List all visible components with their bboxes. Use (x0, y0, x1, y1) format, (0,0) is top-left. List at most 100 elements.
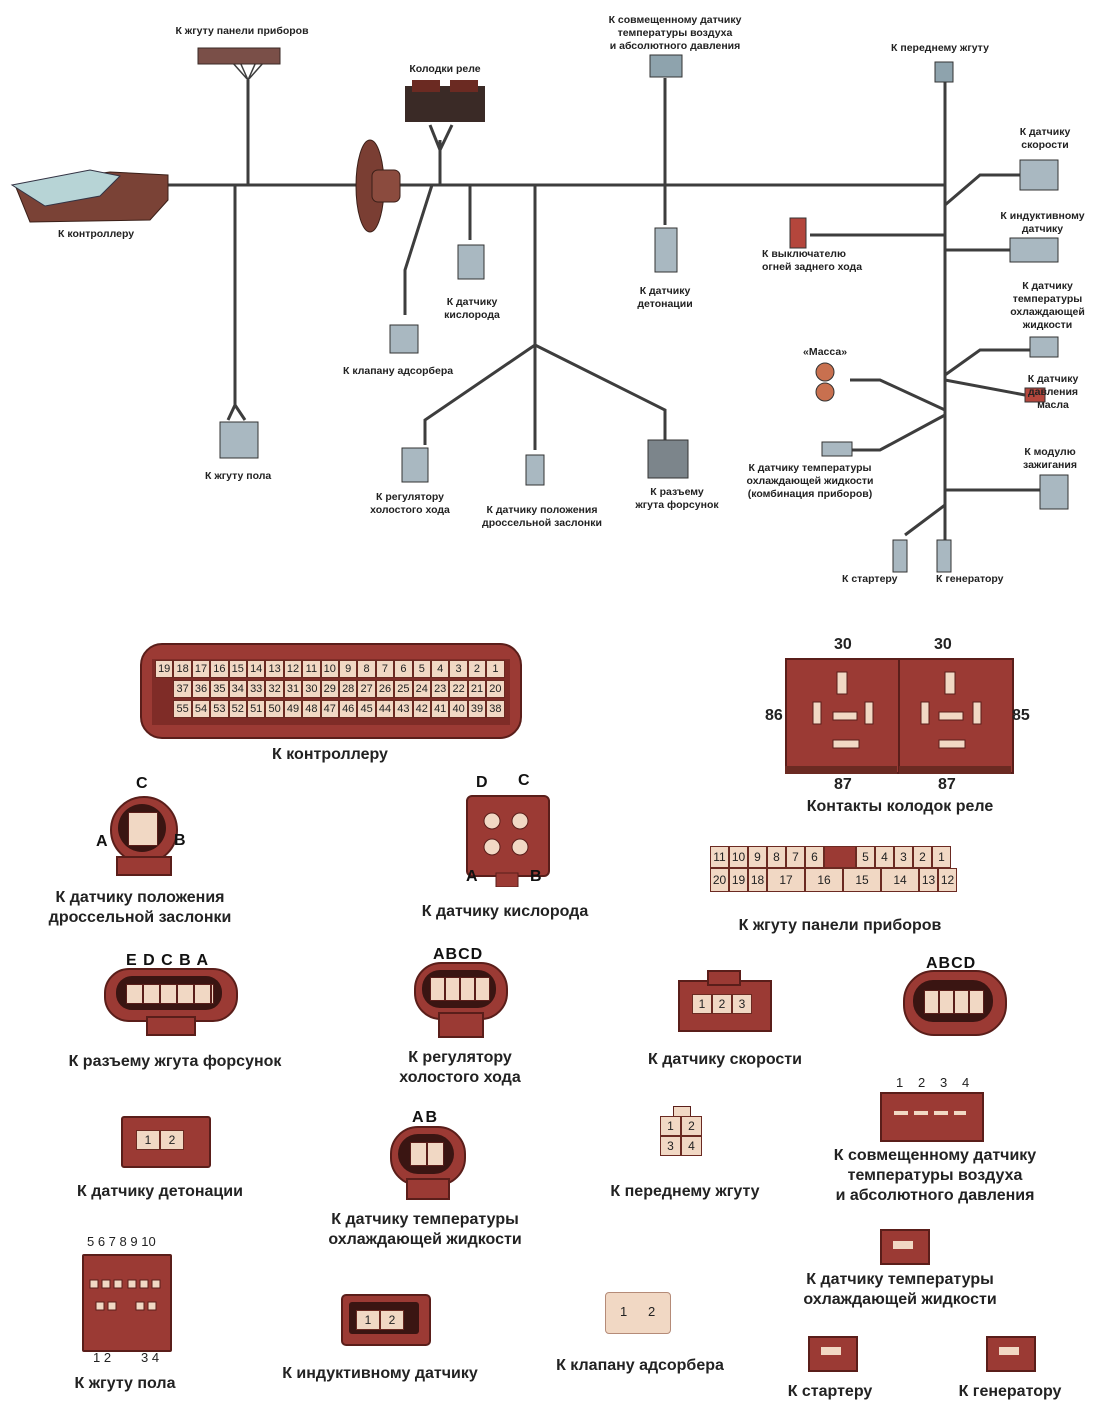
instrument-panel-pin: 17 (767, 868, 805, 892)
controller-pin: 20 (486, 680, 505, 698)
inductive-pin-1: 1 (356, 1310, 380, 1330)
reverse-plug (789, 217, 807, 249)
controller-pin: 51 (247, 700, 266, 718)
controller-pin: 7 (375, 660, 395, 678)
front-pin-1: 1 (660, 1116, 681, 1136)
label-map-sensor: К совмещенному датчику температуры возду… (608, 14, 742, 52)
speed-plug (1019, 159, 1059, 191)
canister-connector (605, 1292, 671, 1334)
caption-generator: К генератору (958, 1383, 1062, 1400)
instrument-panel-pin: 1 (932, 846, 951, 868)
instrument-panel-pin: 11 (710, 846, 729, 868)
controller-pin: 27 (357, 680, 376, 698)
instrument-panel-pin: 10 (729, 846, 748, 868)
controller-pin: 14 (247, 660, 266, 678)
controller-pin: 26 (375, 680, 395, 698)
controller-pin: 41 (431, 700, 450, 718)
caption-starter: К стартеру (787, 1383, 873, 1400)
speed-pin-1: 1 (692, 994, 712, 1014)
controller-pin: 42 (412, 700, 431, 718)
controller-pin: 1 (486, 660, 505, 678)
instrument-panel-pin: 4 (875, 846, 894, 868)
caption-oxygen: К датчику кислорода (421, 903, 589, 920)
oil-plug (1024, 387, 1046, 403)
label-inductive-sensor: К индуктивному датчику (1000, 210, 1085, 235)
map-num-1: 1 (896, 1075, 904, 1090)
instrument-panel-pin: 8 (767, 846, 786, 868)
instrument-panel-pin: 3 (894, 846, 913, 868)
instrument-panel-pin: 14 (881, 868, 919, 892)
instrument-panel-pin: 7 (786, 846, 805, 868)
label-ignition-module: К модулю зажигания (1023, 446, 1077, 471)
controller-pin: 13 (265, 660, 284, 678)
controller-pin: 32 (265, 680, 284, 698)
label-idle-regulator: К регулятору холостого хода (370, 491, 450, 516)
caption-controller: К контроллеру (272, 746, 388, 763)
controller-pin: 11 (302, 660, 321, 678)
controller-pin: 5 (412, 660, 431, 678)
canister-pin-2: 2 (648, 1304, 656, 1319)
controller-pin: 48 (302, 700, 321, 718)
label-reverse-switch: К выключателю огней заднего хода (762, 248, 863, 273)
canister-plug (389, 324, 419, 354)
instrument-panel-pin: 15 (843, 868, 881, 892)
controller-pin: 46 (339, 700, 358, 718)
label-instrument-panel: К жгуту панели приборов (175, 25, 309, 37)
instrument-panel-pin: 12 (938, 868, 957, 892)
relay-pin-87-right: 87 (938, 776, 956, 793)
controller-pin: 6 (394, 660, 413, 678)
ignition-plug (1039, 474, 1069, 510)
controller-pin: 44 (375, 700, 395, 718)
controller-pin: 43 (394, 700, 413, 718)
controller-pin: 22 (449, 680, 468, 698)
caption-floor: К жгуту пола (74, 1375, 176, 1392)
injector-plug (647, 439, 689, 479)
knock-pin-2: 2 (160, 1130, 184, 1150)
controller-pin: 52 (228, 700, 247, 718)
canister-pin-1: 1 (620, 1304, 628, 1319)
label-coolant-temp-gauge: К датчику температуры охлаждающей жидкос… (746, 462, 874, 500)
knock-plug (654, 227, 678, 273)
label-canister-valve: К клапану адсорбера (343, 365, 454, 377)
generator-plug (936, 539, 952, 573)
instrument-panel-pin: 16 (805, 868, 843, 892)
oxygen-connector (466, 795, 550, 877)
wiring-harness-diagram (10, 47, 1069, 573)
branch-relays (428, 124, 454, 185)
label-oxygen-sensor: К датчику кислорода (444, 296, 500, 321)
relay-pin-30-left: 30 (834, 636, 852, 653)
label-controller: К контроллеру (58, 228, 135, 240)
relay-pin-85: 85 (1012, 707, 1030, 724)
map-plug (649, 54, 683, 78)
relay-contacts-svg (785, 671, 1011, 774)
controller-pin: 2 (467, 660, 487, 678)
controller-pin: 50 (265, 700, 284, 718)
coolant-letters: AB (412, 1109, 440, 1126)
caption-knock: К датчику детонации (77, 1183, 243, 1200)
controller-connector-shape (10, 169, 169, 223)
controller-pin: 36 (191, 680, 211, 698)
label-starter: К стартеру (842, 573, 898, 585)
speed-pin-3: 3 (732, 994, 752, 1014)
instrument-panel-plug (197, 47, 281, 65)
controller-pin: 10 (320, 660, 339, 678)
label-injector-harness: К разъему жгута форсунок (635, 486, 719, 511)
throttle-pin-c: C (136, 775, 148, 792)
oxygen-pin-d: D (476, 774, 488, 791)
oxygen-pin-b: B (530, 868, 542, 885)
caption-injector: К разъему жгута форсунок (68, 1053, 282, 1070)
relay-pin-87-left: 87 (834, 776, 852, 793)
map-connector (880, 1092, 984, 1142)
caption-throttle: К датчику положения дроссельной заслонки (48, 889, 232, 926)
caption-map: К совмещенному датчику температуры возду… (833, 1147, 1037, 1204)
controller-pin: 17 (191, 660, 211, 678)
relay-blocks-shape (405, 80, 485, 122)
label-knock-sensor: К датчику детонации (637, 285, 693, 310)
floor-plug (219, 421, 259, 459)
map-num-2: 2 (918, 1075, 926, 1090)
controller-pin: 34 (228, 680, 247, 698)
relay-pin-86: 86 (765, 707, 783, 724)
controller-pin: 12 (283, 660, 303, 678)
controller-pin: 37 (173, 680, 192, 698)
controller-pin: 8 (357, 660, 376, 678)
